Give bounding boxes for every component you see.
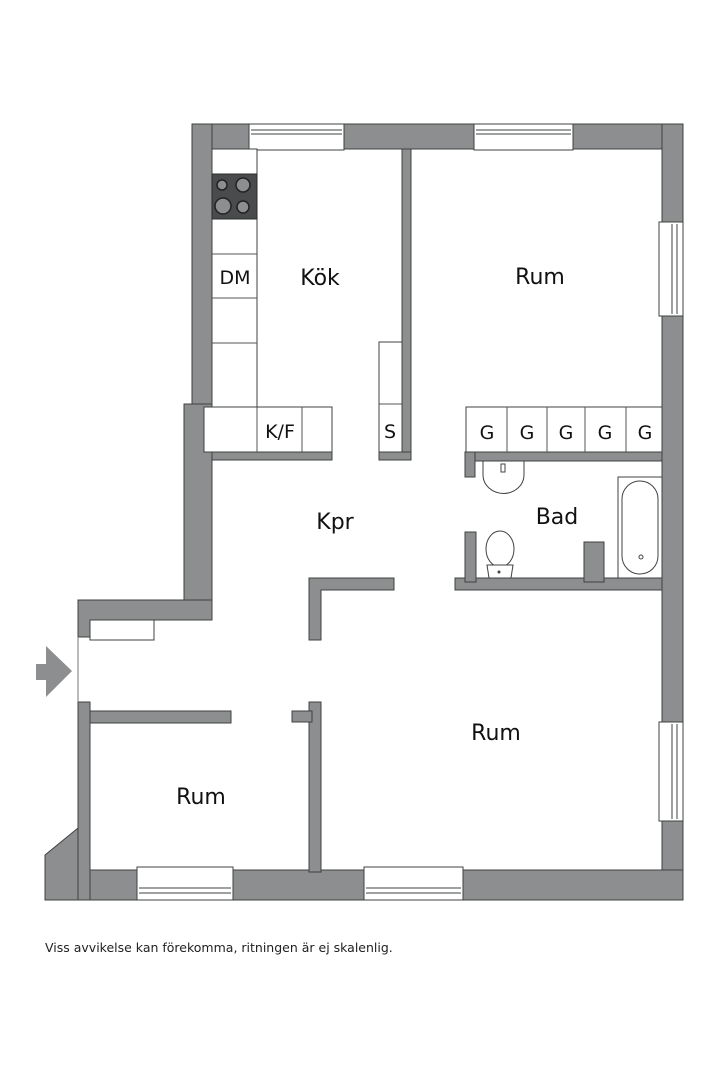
- outer-walls: [44, 123, 684, 901]
- label-room-bottom-left: Rum: [176, 785, 226, 810]
- label-room-top-right: Rum: [515, 265, 565, 290]
- entrance: [36, 619, 155, 702]
- fixture-labels: DM K/F S G G G G G: [219, 267, 652, 444]
- wardrobes: [465, 406, 663, 453]
- label-hallway: Kpr: [316, 510, 354, 535]
- label-kitchen: Kök: [300, 266, 340, 291]
- label-wardrobe-4: G: [598, 422, 613, 444]
- entrance-arrow-icon: [36, 646, 72, 697]
- stove-icon: [211, 173, 258, 220]
- window-right-lower: [658, 721, 684, 822]
- room-labels: Kök Rum Kpr Bad Rum Rum: [176, 265, 578, 810]
- kitchen-fixtures: [203, 148, 403, 453]
- toilet-icon: [485, 530, 515, 579]
- label-room-bottom-right: Rum: [471, 721, 521, 746]
- label-wardrobe-1: G: [480, 422, 495, 444]
- window-right-upper: [658, 221, 684, 317]
- label-wardrobe-3: G: [559, 422, 574, 444]
- bathroom-fixtures: [482, 460, 663, 579]
- window-bottom-right: [363, 866, 464, 901]
- label-storage: S: [384, 421, 396, 443]
- sink-icon: [482, 460, 525, 494]
- label-dishwasher: DM: [219, 267, 250, 289]
- label-wardrobe-2: G: [520, 422, 535, 444]
- disclaimer-text: Viss avvikelse kan förekomma, ritningen …: [45, 940, 393, 955]
- window-room-top: [473, 123, 574, 151]
- label-wardrobe-5: G: [638, 422, 653, 444]
- windows: [136, 123, 684, 901]
- window-kitchen-top: [248, 123, 345, 151]
- interior-walls: [89, 148, 663, 873]
- bathtub-icon: [617, 476, 663, 579]
- window-bottom-left: [136, 866, 234, 901]
- label-fridge-freezer: K/F: [265, 421, 295, 443]
- label-bathroom: Bad: [536, 505, 579, 530]
